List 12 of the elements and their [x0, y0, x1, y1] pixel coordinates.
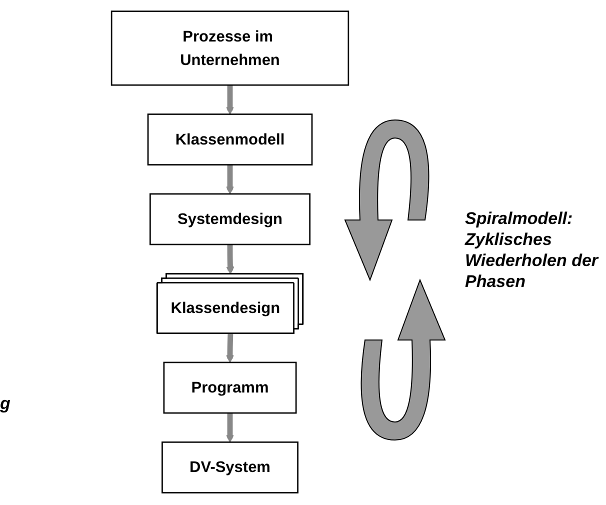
node-box: Programm	[163, 362, 297, 414]
node-box: DV-System	[162, 441, 298, 494]
text-fragment: g	[0, 393, 10, 414]
arrow	[226, 333, 234, 363]
node-box: Prozesse im Unternehmen	[110, 10, 350, 86]
node-box: Klassenmodell	[147, 114, 313, 166]
arrow	[226, 412, 234, 443]
arrow	[226, 84, 234, 115]
node-box: Systemdesign	[150, 193, 310, 246]
annotation-text: Spiralmodell: Zyklisches Wiederholen der Phasen	[465, 208, 600, 292]
arrow	[226, 164, 234, 194]
arrow	[226, 244, 234, 274]
